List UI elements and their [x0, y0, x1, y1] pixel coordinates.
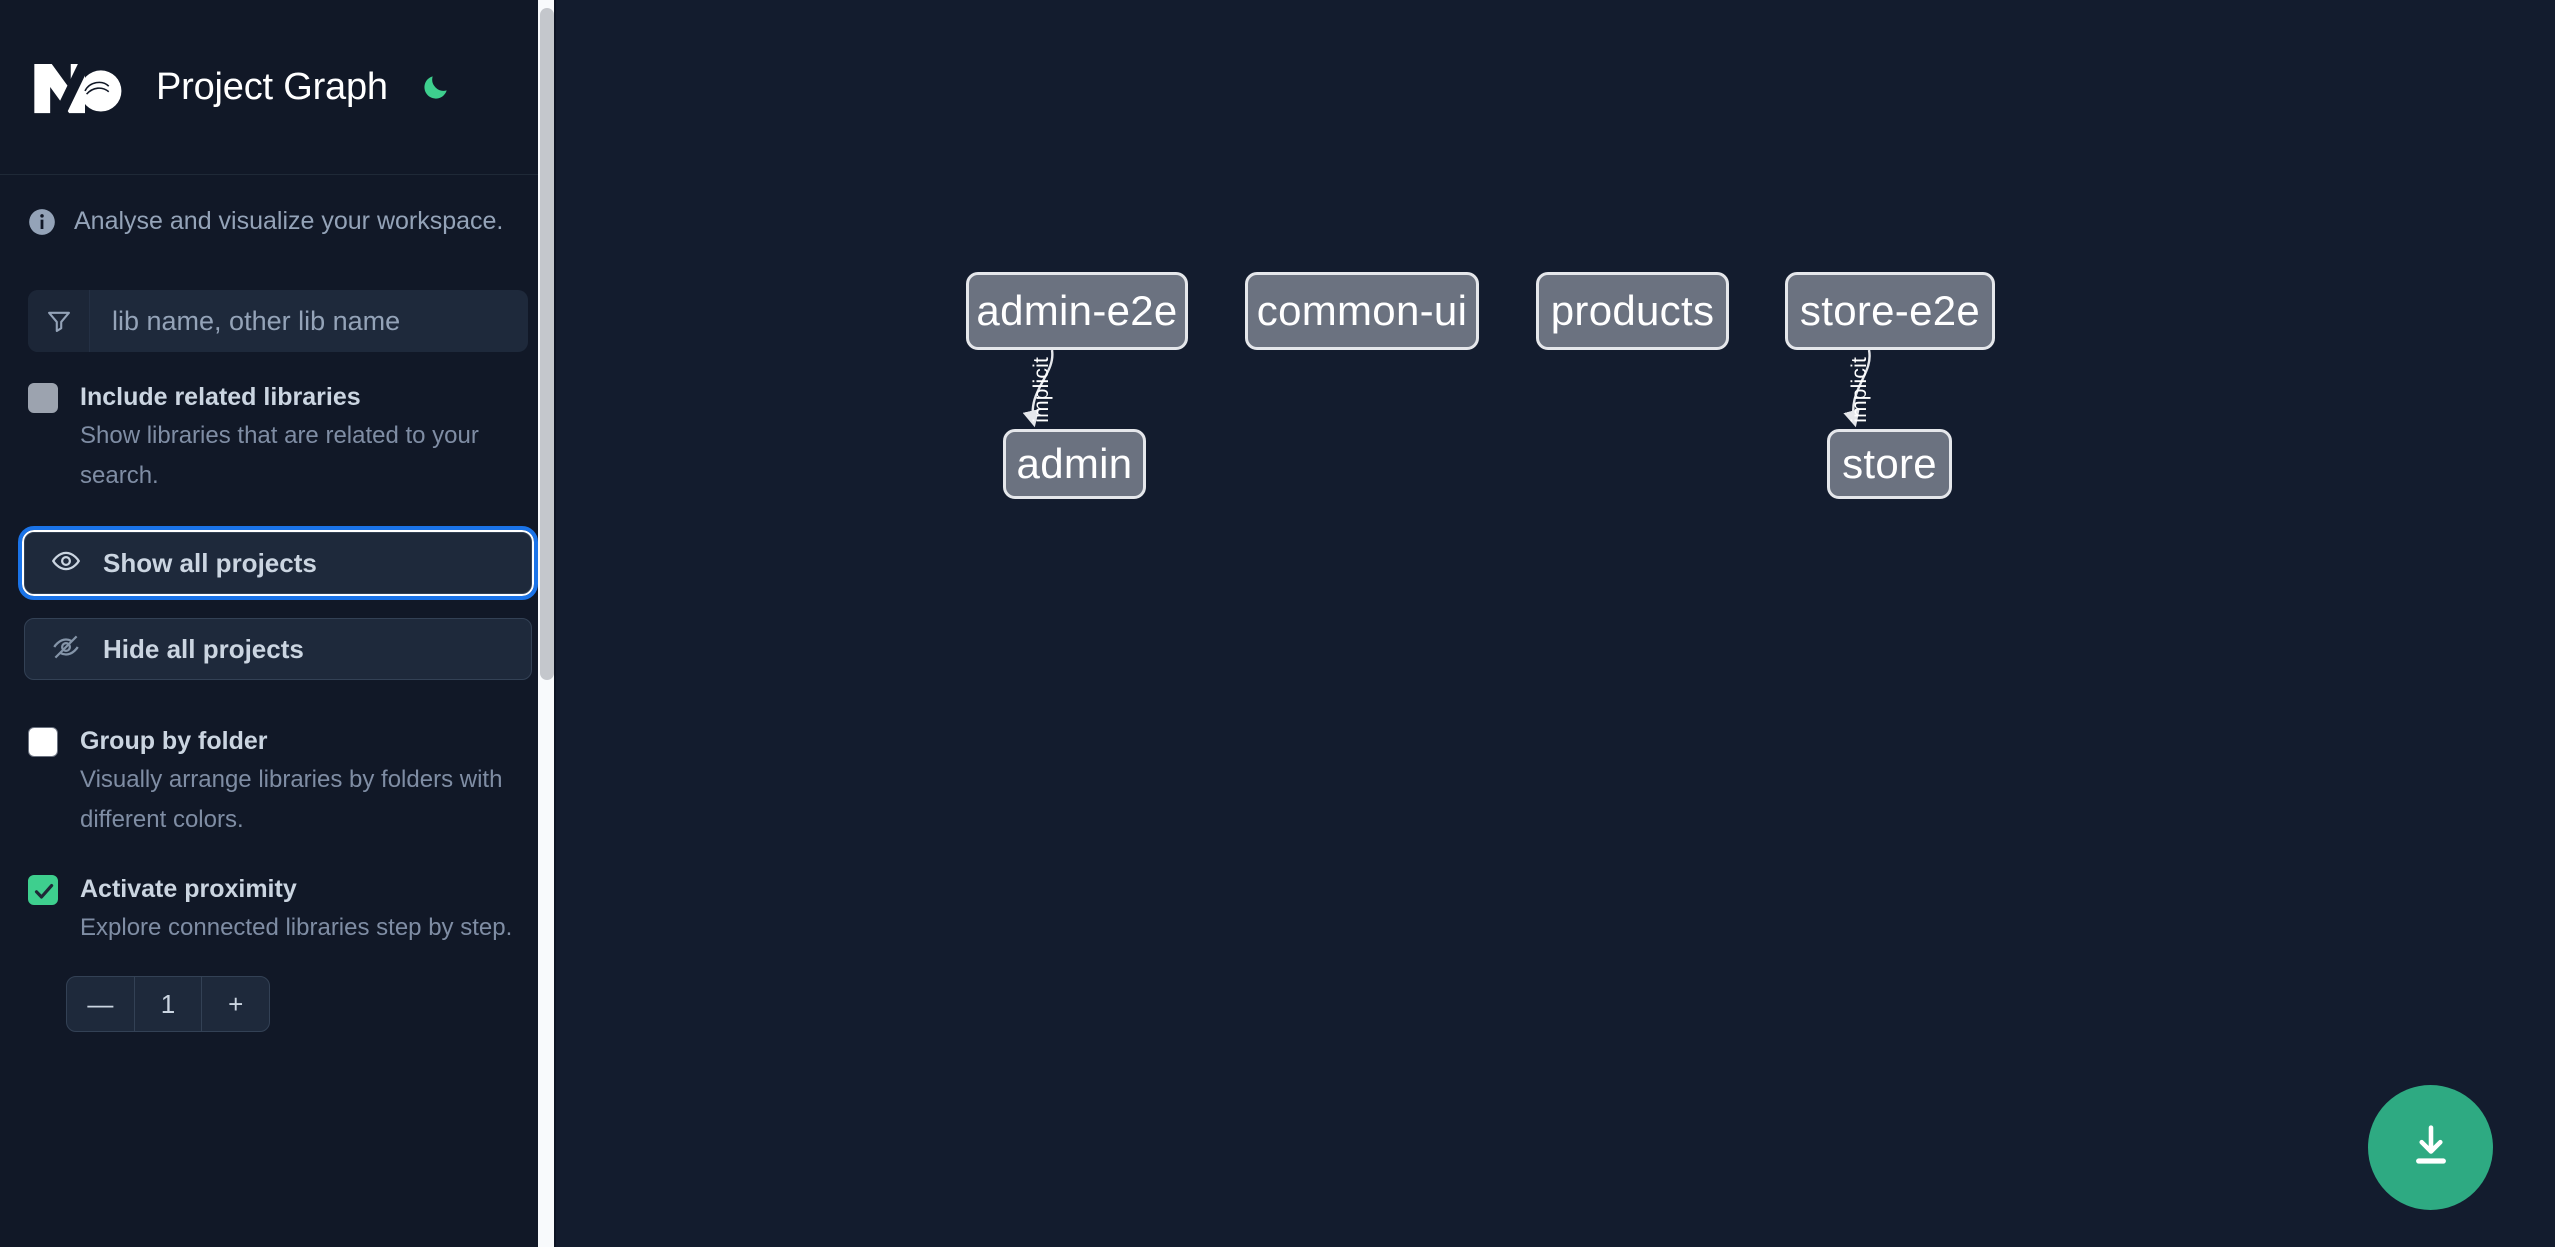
graph-node-common-ui[interactable]: common-ui [1245, 272, 1479, 350]
graph-node-admin[interactable]: admin [1003, 429, 1146, 499]
stepper-decrement-button[interactable]: — [87, 988, 114, 1019]
sidebar-divider [554, 0, 556, 1247]
sidebar: Project Graph Analyse and visualize your… [0, 0, 556, 1247]
moon-icon[interactable] [416, 67, 456, 107]
sidebar-scrollbar-track[interactable] [538, 0, 556, 1247]
option-label: Activate proximity [80, 875, 297, 903]
hide-all-projects-row: Hide all projects [0, 618, 556, 680]
show-all-projects-button[interactable]: Show all projects [18, 526, 538, 600]
graph-node-products[interactable]: products [1536, 272, 1729, 350]
page-title: Project Graph [156, 65, 388, 108]
tagline-text: Analyse and visualize your workspace. [74, 207, 504, 235]
checkbox-include-related-libraries[interactable] [28, 383, 58, 413]
checkbox-group-by-folder[interactable] [28, 727, 58, 757]
stepper-value: 1 [133, 977, 203, 1031]
edge-label-implicit-store: implicit [1848, 357, 1871, 423]
graph-node-store-e2e[interactable]: store-e2e [1785, 272, 1995, 350]
stepper-increment-button[interactable]: + [228, 988, 244, 1019]
tagline: Analyse and visualize your workspace. [0, 175, 556, 268]
edge-label-implicit-admin: implicit [1030, 357, 1053, 423]
option-description: Visually arrange libraries by folders wi… [80, 766, 503, 833]
eye-off-icon [51, 632, 81, 667]
proximity-stepper: — 1 + [66, 976, 270, 1032]
hide-all-projects-button[interactable]: Hide all projects [24, 618, 532, 680]
option-activate-proximity[interactable]: Activate proximity Explore connected lib… [0, 870, 556, 948]
option-label: Group by folder [80, 727, 268, 755]
show-all-projects-row: Show all projects [0, 526, 556, 600]
option-label: Include related libraries [80, 383, 361, 411]
option-description: Show libraries that are related to your … [80, 422, 479, 489]
show-all-projects-label: Show all projects [103, 547, 317, 578]
sidebar-scrollbar-thumb[interactable] [540, 8, 554, 680]
graph-edges [1022, 349, 1871, 428]
graph-canvas[interactable]: implicit implicit admin-e2e common-ui pr… [556, 0, 2555, 1247]
download-icon [2405, 1119, 2457, 1176]
hide-all-projects-label: Hide all projects [103, 633, 304, 664]
download-graph-button[interactable] [2368, 1085, 2493, 1210]
option-description: Explore connected libraries step by step… [80, 914, 513, 941]
eye-icon [51, 546, 81, 581]
search-input[interactable] [90, 290, 528, 352]
option-include-related-libraries[interactable]: Include related libraries Show libraries… [0, 378, 556, 496]
sidebar-header: Project Graph [0, 0, 556, 175]
graph-node-store[interactable]: store [1827, 429, 1952, 499]
filter-funnel-icon[interactable] [28, 290, 90, 352]
info-icon [28, 208, 56, 236]
nx-logo [28, 56, 123, 118]
option-group-by-folder[interactable]: Group by folder Visually arrange librari… [0, 722, 556, 840]
graph-node-admin-e2e[interactable]: admin-e2e [966, 272, 1188, 350]
filter-bar [28, 290, 528, 352]
checkbox-activate-proximity[interactable] [28, 875, 58, 905]
